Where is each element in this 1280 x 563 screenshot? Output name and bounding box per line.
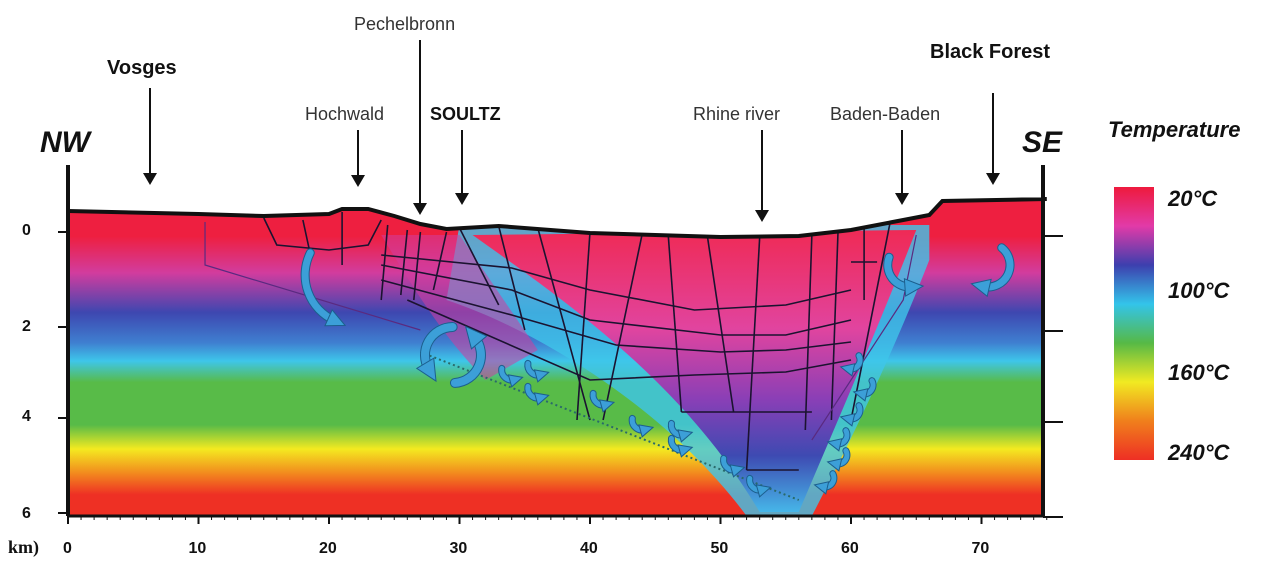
depth-tick-2: 2 — [22, 318, 31, 335]
location-arrow-blackforest — [986, 93, 1000, 185]
location-label-soultz: SOULTZ — [430, 104, 501, 124]
location-label-hochwald: Hochwald — [305, 104, 385, 124]
depth-axis-ticks — [58, 231, 68, 514]
depth-tick-6: 6 — [22, 505, 31, 522]
soultz-warm-plume — [381, 235, 538, 380]
distance-axis-ticks — [67, 516, 1048, 524]
fault-lines — [204, 212, 917, 471]
arrow-east-2 — [839, 402, 864, 427]
arrow-small-4 — [667, 434, 694, 458]
depth-tick-0: 0 — [22, 222, 31, 239]
arrow-small-6 — [746, 474, 772, 498]
distance-tick-30: 30 — [449, 540, 468, 557]
arrow-east-3 — [826, 427, 851, 452]
arrow-east-0 — [839, 352, 864, 377]
legend-title: Temperature — [1108, 117, 1241, 142]
arrow-small-7 — [524, 359, 550, 383]
arrow-soultz-lower — [449, 325, 488, 388]
surface-topography — [67, 197, 1047, 240]
location-arrow-soultz — [455, 130, 469, 205]
arrow-small-3 — [628, 414, 655, 438]
legend-label-240c: 240°C — [1168, 440, 1230, 465]
legend-label-100c: 100°C — [1168, 278, 1230, 303]
distance-tick-40: 40 — [580, 540, 598, 557]
arrow-small-8 — [667, 419, 694, 443]
location-label-rhine-river: Rhine river — [693, 104, 781, 124]
location-arrows — [143, 40, 1000, 222]
location-arrow-hochwald — [351, 130, 365, 187]
convection-arrows — [300, 243, 1015, 498]
distance-unit-label: km) — [8, 537, 39, 557]
arrow-east-1 — [852, 377, 877, 402]
arrow-east-5 — [813, 470, 838, 495]
location-arrow-rhine — [755, 130, 769, 222]
direction-right-label: SE — [1022, 126, 1063, 159]
legend-label-160c: 160°C — [1168, 360, 1230, 385]
legend-label-20c: 20°C — [1168, 186, 1218, 211]
location-arrow-baden — [895, 130, 909, 205]
depth-tick-4: 4 — [22, 408, 31, 425]
right-axis-ticks — [1043, 235, 1063, 518]
arrow-soultz-upper — [415, 322, 458, 383]
location-label-baden-baden: Baden-Baden — [830, 104, 941, 124]
location-label-vosges: Vosges — [107, 57, 177, 79]
arrow-hochwald — [300, 248, 347, 327]
distance-tick-50: 50 — [710, 540, 729, 557]
legend-color-bar — [1114, 187, 1154, 460]
distance-tick-20: 20 — [319, 540, 337, 557]
arrow-east-4 — [826, 447, 851, 472]
distance-tick-0: 0 — [63, 540, 72, 557]
temperature-field — [68, 199, 1043, 516]
direction-left-label: NW — [40, 126, 90, 159]
arrow-small-0 — [498, 364, 524, 388]
location-label-black-forest: Black Forest — [930, 41, 1051, 63]
distance-tick-60: 60 — [841, 540, 859, 557]
location-label-pechelbronn: Pechelbronn — [354, 14, 456, 34]
arrow-baden-left — [883, 252, 925, 297]
location-arrow-vosges — [143, 88, 157, 185]
distance-tick-10: 10 — [188, 540, 207, 557]
arrow-small-5 — [720, 454, 746, 478]
arrow-small-1 — [524, 382, 550, 406]
distance-tick-70: 70 — [971, 540, 990, 557]
arrow-baden-right — [970, 243, 1015, 298]
location-arrow-pechelbronn — [413, 40, 427, 215]
arrow-small-2 — [589, 389, 616, 413]
